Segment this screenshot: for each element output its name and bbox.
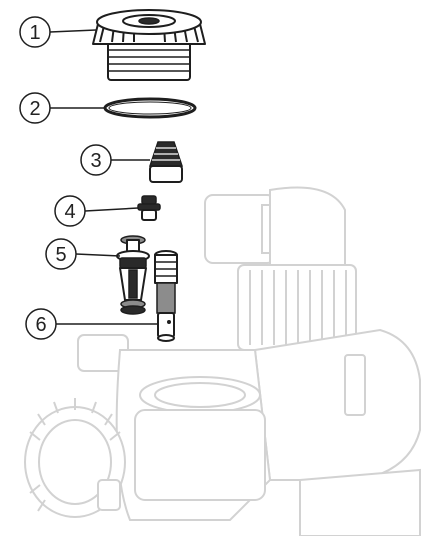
callout-1: 1 <box>19 16 97 48</box>
o-ring-part <box>103 97 197 119</box>
callout-4-label: 4 <box>64 201 75 223</box>
cone-part <box>148 141 184 183</box>
callout-1-label: 1 <box>29 22 40 44</box>
callout-4: 4 <box>54 195 139 227</box>
cap-part <box>92 9 206 81</box>
callout-5: 5 <box>45 238 121 270</box>
valve-body-ghost <box>24 186 421 536</box>
callout-5-label: 5 <box>55 244 66 266</box>
injector-part <box>154 250 178 342</box>
cage-part <box>116 235 150 315</box>
callout-2: 2 <box>19 92 105 124</box>
small-valve-part <box>137 195 161 221</box>
callout-3: 3 <box>80 144 150 176</box>
callout-6: 6 <box>25 308 158 340</box>
callout-3-label: 3 <box>90 150 101 172</box>
callout-6-label: 6 <box>35 314 46 336</box>
callout-2-label: 2 <box>29 98 40 120</box>
